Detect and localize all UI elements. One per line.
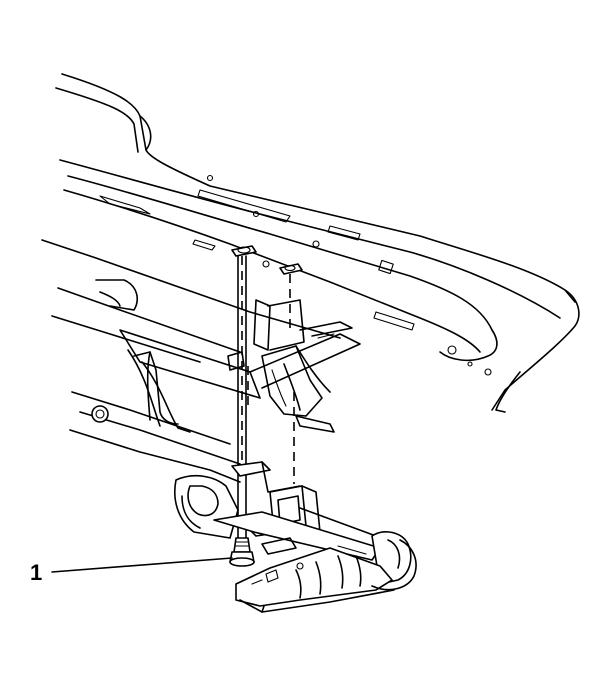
upper-mount-brackets bbox=[227, 245, 353, 433]
callout-label-1: 1 bbox=[30, 560, 42, 585]
hitch-receiver bbox=[174, 461, 417, 613]
callout-1: 1 bbox=[30, 557, 233, 585]
hitch-mounting-bolt bbox=[229, 537, 255, 567]
frame-rails bbox=[41, 239, 361, 483]
rear-bumper bbox=[55, 73, 580, 413]
bolt-guide-lines bbox=[237, 255, 295, 541]
